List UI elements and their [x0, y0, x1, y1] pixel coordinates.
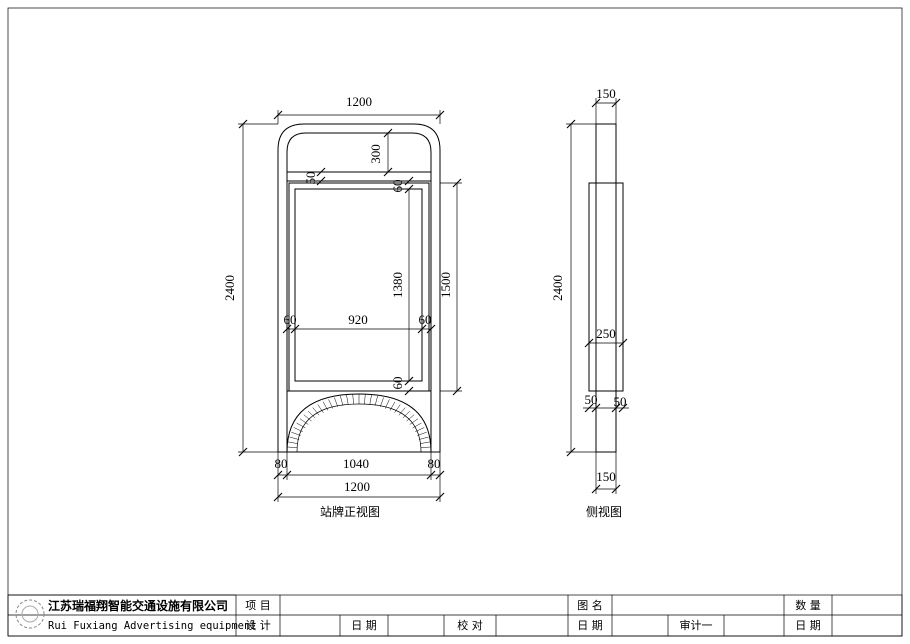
arch-hatch-line [317, 404, 324, 413]
label-project: 项 目 [245, 599, 271, 612]
dim-left-margin: 60 [284, 312, 297, 327]
outer-frame [277, 123, 441, 453]
dim-front-width-bottom: 1200 [344, 479, 370, 494]
arch-hatch-line [291, 431, 301, 436]
arch-hatch-line [287, 446, 298, 449]
arch-hatch-line [322, 401, 329, 411]
arch-hatch-line [296, 422, 306, 429]
arch-hatch-line [289, 436, 300, 440]
arch-hatch-line [409, 418, 419, 425]
arch-hatch-line [402, 410, 411, 419]
arch-hatch-line [303, 414, 312, 422]
title-block: 江苏瑞福翔智能交通设施有限公司 Rui Fuxiang Advertising … [7, 594, 903, 637]
arch-hatch-line [389, 401, 396, 411]
front-view: 1200 2400 300 50 60 1380 60 15 [222, 94, 462, 519]
arch-hatch-line [334, 397, 339, 407]
company-name-en: Rui Fuxiang Advertising equipment [48, 620, 257, 632]
dim-leg-right: 80 [428, 456, 441, 471]
arch-hatch-line [384, 399, 390, 409]
arch-hatch-line [364, 394, 366, 405]
side-panel [588, 182, 624, 392]
arch-hatch-line [418, 436, 429, 440]
label-audit: 审计一 [680, 618, 713, 632]
top-arch [286, 132, 432, 172]
label-drawing-name: 图 名 [577, 598, 603, 612]
dim-header-bar: 50 [303, 172, 318, 185]
dim-side-bottom-depth: 150 [596, 469, 616, 484]
arch-hatch-line [293, 427, 303, 432]
company-name-cn: 江苏瑞福翔智能交通设施有限公司 [48, 598, 228, 613]
dim-panel-height: 1500 [438, 272, 453, 298]
label-date-3: 日 期 [795, 619, 821, 632]
dim-side-top-depth: 150 [596, 86, 616, 101]
label-date-2: 日 期 [577, 619, 603, 632]
dim-side-panel-depth: 250 [596, 326, 616, 341]
arch-hatch-line [374, 395, 378, 406]
arch-hatch [287, 394, 431, 453]
dim-leg-left: 80 [275, 456, 288, 471]
arch-hatch-line [340, 395, 344, 406]
dim-inner-width: 920 [348, 312, 368, 327]
arch-hatch-line [307, 410, 316, 419]
arch-hatch-line [328, 399, 334, 409]
sheet-border [7, 7, 903, 637]
arch-hatch-line [415, 427, 425, 432]
arch-hatch-line [369, 394, 372, 405]
display-panel-outer [288, 182, 430, 392]
dim-side-right-offset: 50 [614, 394, 627, 409]
arch-hatch-line [406, 414, 415, 422]
arch-hatch-line [312, 407, 320, 416]
front-view-caption: 站牌正视图 [320, 504, 380, 519]
side-view-caption: 侧视图 [586, 504, 622, 519]
arch-hatch-line [346, 394, 349, 405]
dim-leg-span: 1040 [343, 456, 369, 471]
dim-inner-height: 1380 [390, 272, 405, 298]
label-check: 校 对 [457, 618, 483, 632]
dim-top-arch: 300 [368, 144, 383, 164]
arch-hatch-line [398, 407, 406, 416]
dim-front-height: 2400 [222, 275, 237, 301]
label-design: 设 计 [245, 619, 271, 632]
arch-hatch-line [394, 404, 401, 413]
dim-right-margin: 60 [419, 312, 432, 327]
arch-hatch-line [379, 397, 384, 407]
company-logo-icon [15, 599, 45, 629]
dim-front-width-top: 1200 [346, 94, 372, 109]
arch-hatch-line [299, 418, 309, 425]
display-panel-inner [294, 188, 423, 382]
dim-inner-top: 60 [390, 180, 405, 193]
arch-hatch-line [352, 394, 354, 405]
arch-hatch-line [417, 431, 427, 436]
label-date: 日 期 [351, 619, 377, 632]
arch-hatch-line [288, 441, 298, 444]
dim-side-height: 2400 [550, 275, 565, 301]
side-view: 150 2400 250 50 50 150 侧视图 [550, 86, 629, 519]
dim-side-left-offset: 50 [585, 392, 598, 407]
arch-hatch-line [420, 446, 431, 449]
arch-hatch-line [420, 441, 430, 444]
dim-inner-bottom: 60 [390, 377, 405, 390]
label-quantity: 数 量 [795, 599, 821, 612]
arch-hatch-line [412, 422, 422, 429]
